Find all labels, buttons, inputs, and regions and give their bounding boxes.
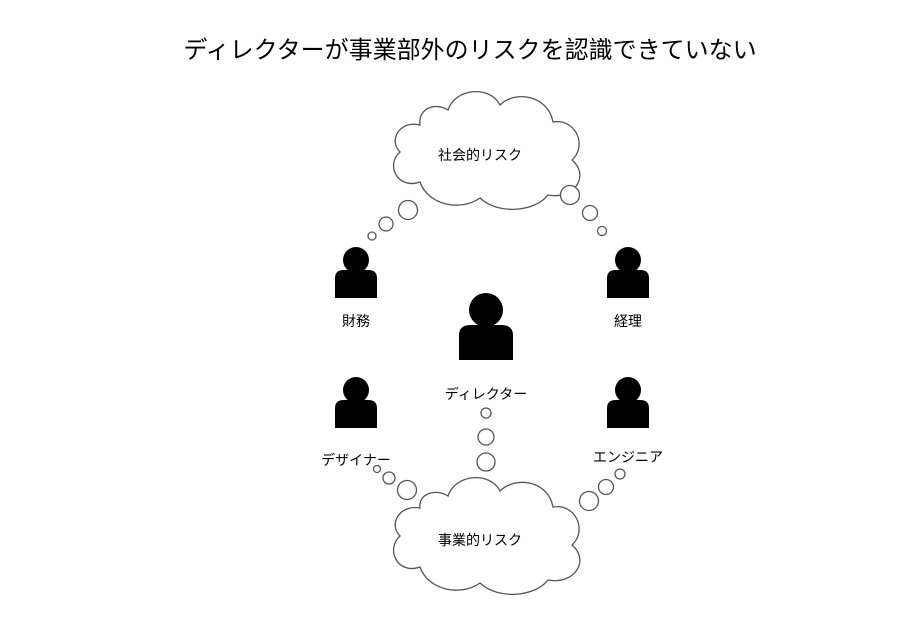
bubbles-designer-to-business [372,464,418,501]
finance-person-icon [335,247,377,298]
cloud-business-risk [392,476,581,595]
cloud-business-risk-label: 事業的リスク [438,533,522,549]
finance-label: 財務 [342,314,370,330]
accounting-label: 経理 [614,314,642,330]
bubbles-accounting-to-social [559,184,608,237]
bubbles-engineer-to-business [578,468,626,512]
director-label: ディレクター [444,387,528,403]
engineer-label: エンジニア [593,450,663,466]
bubbles-finance-to-social [367,199,419,241]
bubbles-director-to-business [476,407,496,472]
director-person-icon [459,293,513,360]
page-title: ディレクターが事業部外のリスクを認識できていない [183,36,757,64]
accounting-person-icon [607,247,649,298]
designer-label: デザイナー [321,453,391,469]
designer-person-icon [335,377,377,428]
engineer-person-icon [607,377,649,428]
cloud-social-risk-label: 社会的リスク [438,148,522,164]
